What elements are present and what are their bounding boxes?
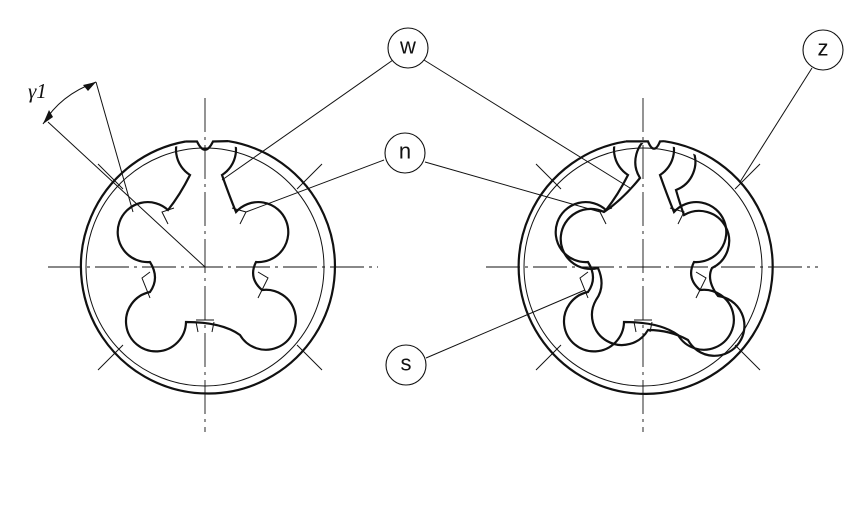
label-s-text: s <box>401 351 412 376</box>
right-flute-profile <box>554 143 735 353</box>
right-flutes <box>554 143 746 357</box>
label-n-text: n <box>399 139 411 164</box>
right-relief-right <box>695 271 707 299</box>
right-relief-left <box>579 271 589 299</box>
right-flute-offset-profile <box>559 143 746 357</box>
left-relief-right <box>257 271 269 299</box>
right-die <box>486 98 818 432</box>
left-inner-rim <box>85 147 325 387</box>
right-outer-rim <box>517 140 774 395</box>
bubble-n <box>384 132 426 174</box>
label-z-text: z <box>818 36 829 61</box>
right-inner-rim <box>523 147 763 387</box>
label-z: z <box>802 29 844 71</box>
bubble-w <box>387 27 429 69</box>
leader-z <box>739 67 813 183</box>
left-flute-profile <box>116 143 297 353</box>
gamma-label: γ1 <box>28 79 47 103</box>
left-die: γ1 <box>28 79 378 432</box>
bubble-s <box>385 344 427 386</box>
label-w: w <box>387 27 429 69</box>
label-s: s <box>385 344 427 386</box>
right-relief-bottom <box>633 321 653 333</box>
label-w-text: w <box>399 34 416 59</box>
leader-s <box>425 289 586 359</box>
leader-n-right <box>424 161 601 213</box>
left-relief-bottom <box>195 321 215 333</box>
left-flutes <box>116 143 297 353</box>
leader-lines <box>221 59 813 359</box>
left-top-slot <box>185 140 229 151</box>
gamma-angle-annotation: γ1 <box>28 79 206 268</box>
leader-w-right <box>423 59 631 189</box>
label-n: n <box>384 132 426 174</box>
bubble-z <box>802 29 844 71</box>
leader-w-left <box>221 59 394 181</box>
left-relief-left <box>141 271 151 299</box>
left-relief-top-right <box>231 207 247 225</box>
right-relief-top-right <box>669 207 685 225</box>
left-relief-top-left <box>161 207 175 225</box>
leader-n-left <box>245 159 385 213</box>
left-outer-rim <box>79 140 337 395</box>
